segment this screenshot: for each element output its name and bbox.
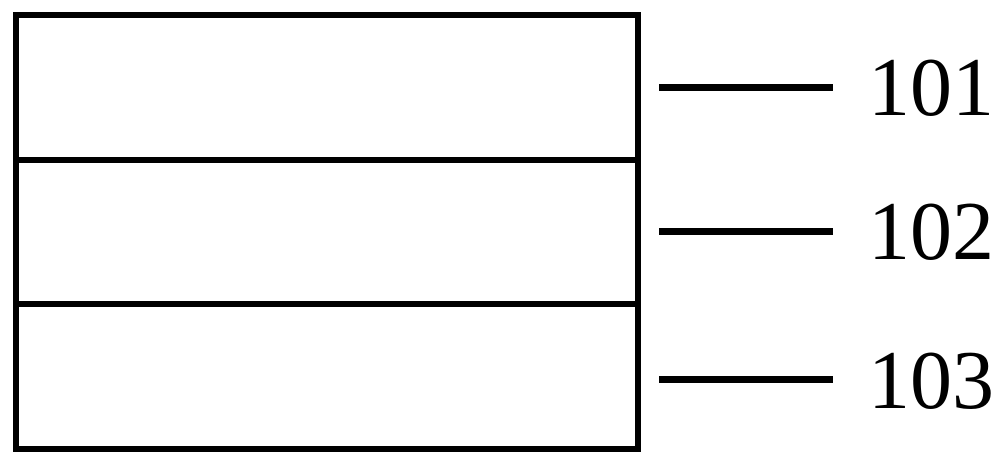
reference-numeral-102: 102 [868, 185, 994, 278]
reference-numeral-101: 101 [868, 41, 994, 134]
reference-numeral-103: 103 [868, 334, 994, 427]
layer-stack [13, 12, 641, 452]
leader-line-103 [659, 376, 833, 383]
leader-line-102 [659, 228, 833, 235]
layer-101 [19, 18, 635, 157]
leader-line-101 [659, 84, 833, 91]
layer-102 [19, 156, 635, 302]
layer-103 [19, 301, 635, 447]
